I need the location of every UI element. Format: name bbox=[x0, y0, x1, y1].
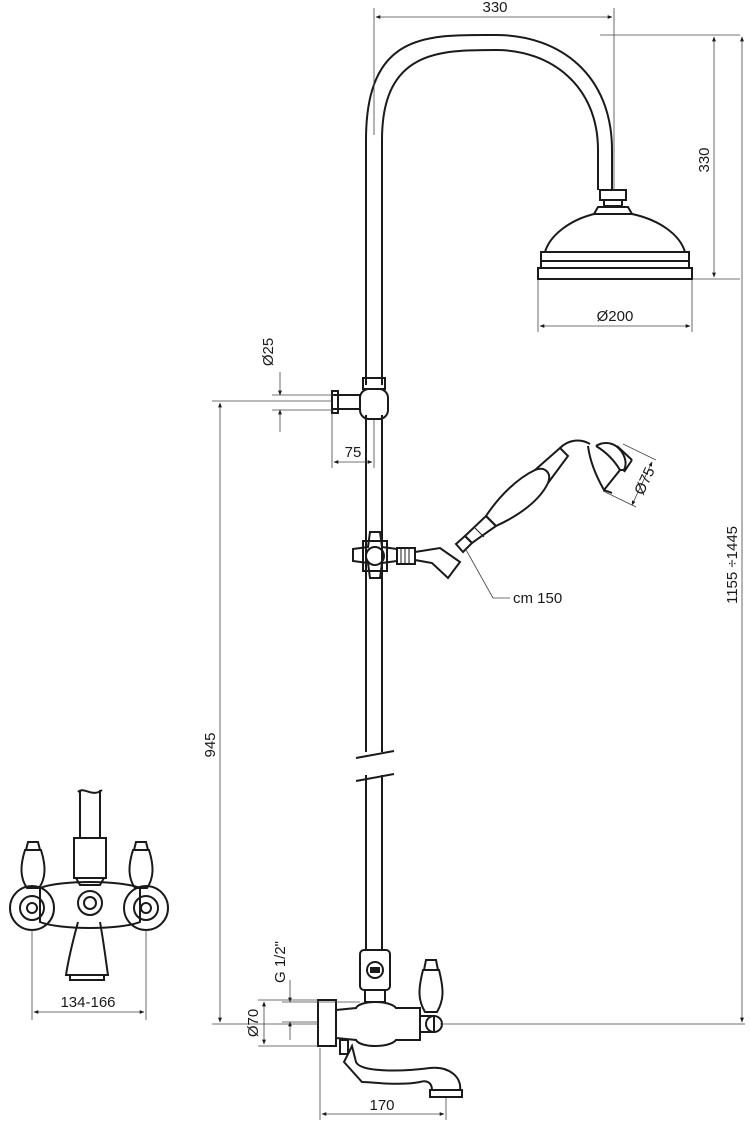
shower-arm bbox=[365, 33, 613, 385]
label-total-height: 1155 ÷1445 bbox=[724, 526, 741, 604]
label-inlet-centers: 134-166 bbox=[60, 994, 115, 1011]
hand-shower bbox=[454, 439, 633, 554]
label-mixer-diameter: Ø70 bbox=[245, 1009, 262, 1037]
shower-head bbox=[537, 189, 693, 280]
label-inlet-thread: G 1/2" bbox=[272, 941, 289, 983]
label-bracket-height: 945 bbox=[202, 732, 219, 757]
riser-pipe bbox=[355, 415, 395, 950]
dimensions bbox=[31, 8, 745, 1120]
label-spout-length: 170 bbox=[369, 1097, 394, 1114]
label-arm-width: 330 bbox=[482, 0, 507, 16]
label-head-diameter: Ø200 bbox=[597, 308, 634, 325]
wall-bracket bbox=[331, 377, 389, 420]
slide-holder bbox=[352, 531, 462, 580]
bath-mixer bbox=[317, 949, 463, 1098]
label-hose-length: cm 150 bbox=[513, 590, 562, 607]
label-pipe-diameter: Ø25 bbox=[260, 338, 277, 366]
mixer-side-view bbox=[9, 789, 169, 981]
label-bracket-offset: 75 bbox=[345, 444, 362, 461]
label-arm-drop: 330 bbox=[696, 147, 713, 172]
label-hand-shower-diameter: Ø75 bbox=[631, 465, 658, 498]
